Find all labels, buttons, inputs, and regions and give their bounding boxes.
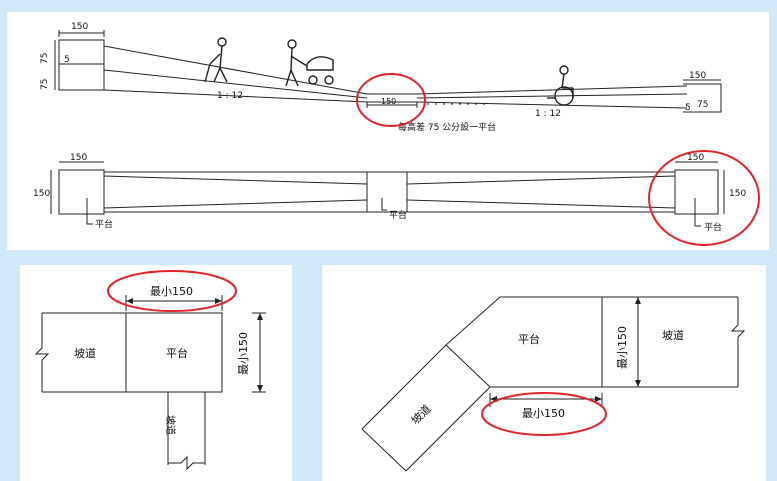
person-with-stroller-icon	[285, 39, 334, 87]
mid-landing-plan	[366, 171, 408, 213]
plan-landing-left-label: 平台	[95, 218, 113, 230]
angled-turn-landing-panel: 平台 坡道 坡道 最小150 最小150	[322, 265, 766, 481]
plan-landing-right-label: 平台	[704, 221, 722, 233]
plan-landing-mid-label: 平台	[389, 209, 407, 221]
dim-150-right: 150	[689, 71, 706, 81]
landing-square	[125, 312, 223, 393]
min-height-label: 最小150	[237, 332, 250, 375]
min-width-label: 最小150	[522, 407, 565, 420]
min-height-label: 最小150	[616, 326, 629, 369]
dim-75-right: 75	[697, 100, 708, 110]
plan-dim-150-left-h: 150	[33, 189, 50, 199]
slope-ratio-right: 1 : 12	[535, 109, 561, 119]
ramp-bottom-label: 坡道	[164, 415, 177, 435]
mark-5-right: 5	[685, 103, 691, 113]
l-turn-landing-drawing: 最小150 最小150 坡道 平台 坡道	[34, 270, 266, 471]
plan-dim-150-right-h: 150	[729, 189, 746, 199]
landing-polygon	[445, 296, 603, 388]
ramp-upper-line-left	[103, 45, 368, 95]
ramp-left-label: 坡道	[74, 346, 96, 360]
dim-150-mid: 150	[381, 97, 396, 106]
plan-dim-150-right-w: 150	[687, 153, 704, 163]
dim-75-lower: 75	[40, 79, 50, 90]
ramp-elevation-and-plan-panel: 150 75 75 5 1 : 12 150 1 : 12 150 75 5 每…	[7, 12, 769, 250]
pedestrian-with-cane-icon	[204, 37, 228, 83]
min-width-label: 最小150	[150, 285, 193, 298]
angled-turn-landing-drawing: 平台 坡道 坡道 最小150 最小150	[361, 296, 746, 472]
highlight-circle-right-landing	[648, 150, 760, 246]
right-landing-plan	[674, 169, 719, 215]
landing-label: 平台	[166, 346, 188, 360]
dim-150-left: 150	[71, 22, 88, 32]
ramp-diagonal-label: 坡道	[408, 402, 433, 427]
ramp-drawing-top: 150 75 75 5 1 : 12 150 1 : 12 150 75 5 每…	[33, 22, 760, 246]
highlight-circle-min-width	[481, 392, 607, 436]
l-turn-landing-panel: 最小150 最小150 坡道 平台 坡道	[20, 265, 292, 481]
landing-spacing-note: 每高差 75 公分設一平台	[398, 121, 496, 133]
ramp-right-label: 坡道	[662, 328, 684, 342]
mark-5-left: 5	[64, 55, 70, 65]
highlight-circle-mid-landing	[356, 73, 426, 127]
landing-label: 平台	[518, 332, 540, 346]
left-landing-plan	[58, 169, 105, 215]
dim-75-upper: 75	[40, 53, 50, 64]
plan-dim-150-left-w: 150	[70, 153, 87, 163]
left-landing-elevation	[58, 39, 105, 91]
wheelchair-user-icon	[547, 65, 574, 106]
highlight-circle-min-width	[107, 270, 237, 312]
slope-ratio-left: 1 : 12	[217, 91, 243, 101]
